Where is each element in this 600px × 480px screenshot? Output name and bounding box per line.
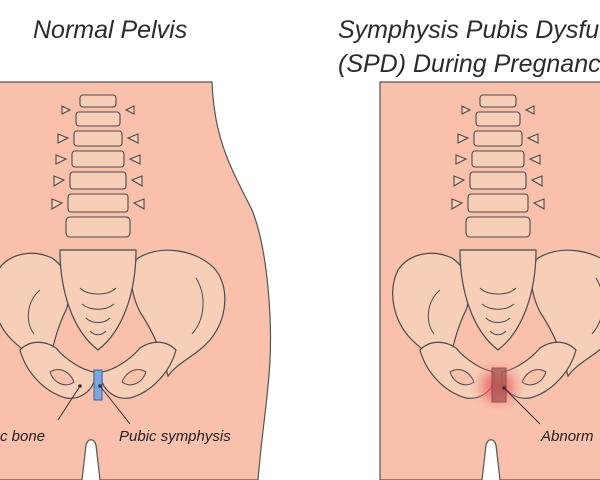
label-pubic-bone: c bone	[0, 428, 46, 445]
label-abnormal: Abnorm	[541, 428, 594, 445]
pubic-symphysis-widened	[491, 367, 507, 403]
pubic-symphysis-normal	[93, 369, 103, 401]
normal-pelvis	[0, 81, 272, 480]
title-normal-pelvis: Normal Pelvis	[33, 16, 188, 44]
title-spd-line2: (SPD) During Pregnanc	[338, 50, 600, 78]
title-spd-line1: Symphysis Pubis Dysfu	[338, 16, 600, 44]
title-spd: Symphysis Pubis Dysfu (SPD) During Pregn…	[338, 13, 600, 81]
spd-pelvis	[379, 81, 600, 480]
label-pubic-symphysis: Pubic symphysis	[119, 428, 231, 445]
